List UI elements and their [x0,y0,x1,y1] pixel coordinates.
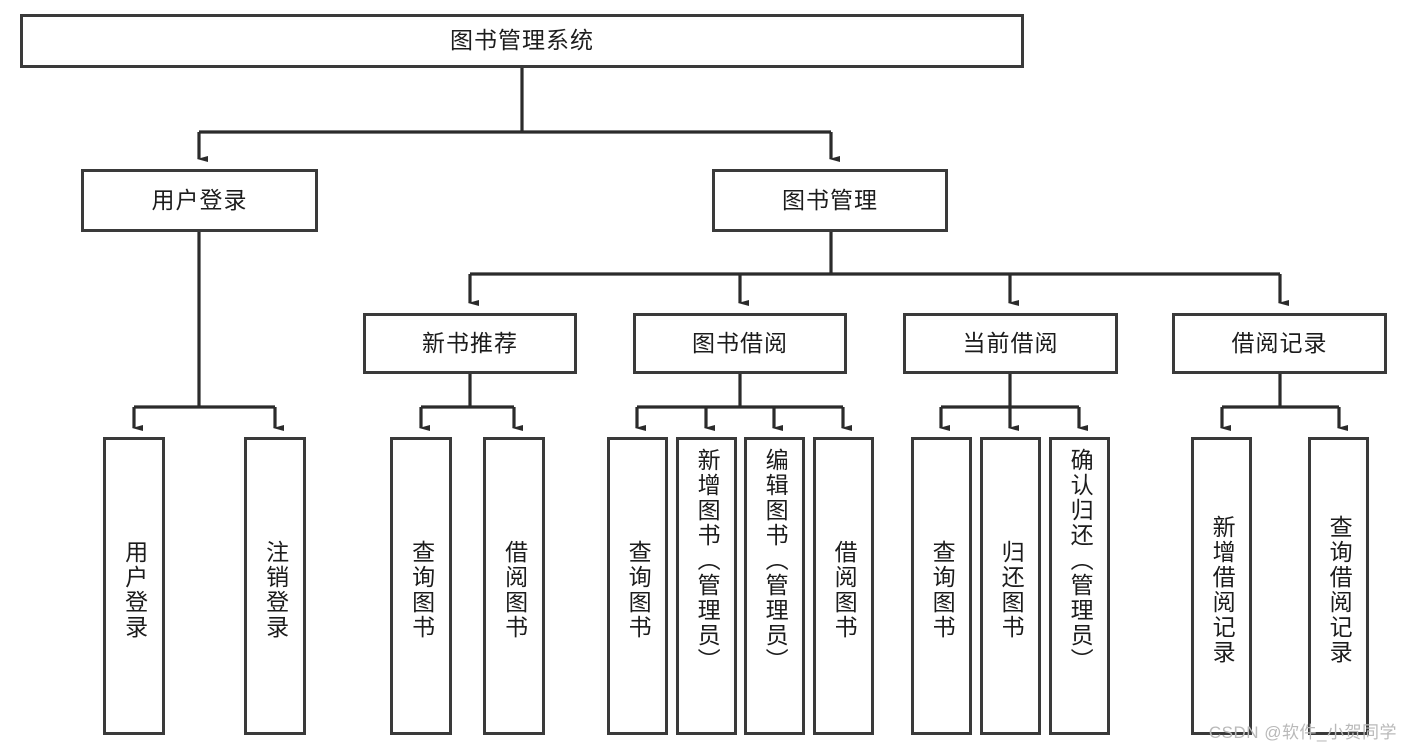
leaf-label: 注销登录 [262,540,289,640]
node-book-borrow-label: 图书借阅 [692,329,788,356]
node-book-management-label: 图书管理 [782,186,878,213]
node-user-login-label: 用户登录 [151,186,248,213]
leaf-logout[interactable]: 注销登录 [244,437,306,735]
leaf-borrow-book[interactable]: 借阅图书 [813,437,874,735]
node-book-management[interactable]: 图书管理 [712,169,948,232]
leaf-label: 查询图书 [408,540,435,640]
leaf-query-book-borrow[interactable]: 查询图书 [607,437,668,735]
node-root[interactable]: 图书管理系统 [20,14,1024,68]
leaf-query-borrow-record[interactable]: 查询借阅记录 [1308,437,1369,735]
leaf-label: 归还图书 [998,540,1025,640]
leaf-label: 借阅图书 [501,540,528,640]
leaf-label: 新增图书（管理员） [694,448,721,673]
leaf-label: 编辑图书（管理员） [762,448,789,673]
node-current-borrow[interactable]: 当前借阅 [903,313,1118,374]
leaf-label: 查询图书 [929,540,956,640]
node-new-book-recommend[interactable]: 新书推荐 [363,313,577,374]
leaf-label: 新增借阅记录 [1209,515,1236,665]
node-book-borrow[interactable]: 图书借阅 [633,313,847,374]
leaf-label: 查询借阅记录 [1326,515,1353,665]
leaf-label: 用户登录 [121,540,148,640]
leaf-label: 查询图书 [625,540,652,640]
leaf-label: 确认归还（管理员） [1067,448,1094,673]
leaf-label: 借阅图书 [831,540,858,640]
node-user-login[interactable]: 用户登录 [81,169,318,232]
node-current-borrow-label: 当前借阅 [962,329,1059,356]
leaf-edit-book-admin[interactable]: 编辑图书（管理员） [744,437,805,735]
leaf-confirm-return-admin[interactable]: 确认归还（管理员） [1049,437,1110,735]
leaf-add-book-admin[interactable]: 新增图书（管理员） [676,437,737,735]
node-root-label: 图书管理系统 [450,27,594,54]
node-borrow-record[interactable]: 借阅记录 [1172,313,1387,374]
leaf-user-login[interactable]: 用户登录 [103,437,165,735]
leaf-query-book-current[interactable]: 查询图书 [911,437,972,735]
leaf-return-book[interactable]: 归还图书 [980,437,1041,735]
leaf-query-book-rec[interactable]: 查询图书 [390,437,452,735]
node-new-book-recommend-label: 新书推荐 [422,329,518,356]
leaf-borrow-book-rec[interactable]: 借阅图书 [483,437,545,735]
leaf-add-borrow-record[interactable]: 新增借阅记录 [1191,437,1252,735]
watermark-text: CSDN @软件_小贺同学 [1208,723,1397,742]
node-borrow-record-label: 借阅记录 [1231,329,1328,356]
